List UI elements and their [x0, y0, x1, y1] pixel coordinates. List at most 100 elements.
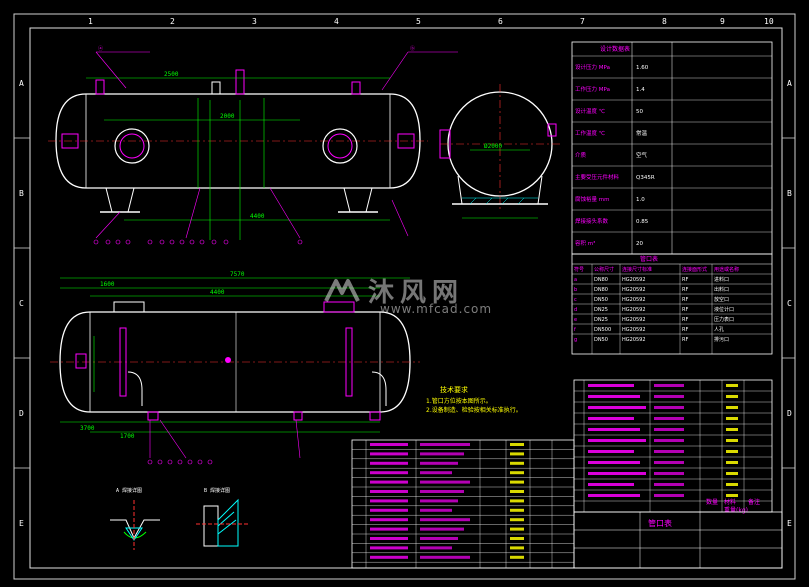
part-line: [370, 555, 408, 559]
design-param-label: 主要受压元件材料: [575, 173, 620, 181]
part-line: [370, 527, 408, 531]
svg-text:重量(kg): 重量(kg): [724, 506, 748, 514]
part-balloon: [147, 459, 153, 465]
design-param-label: 腐蚀裕量 mm: [575, 195, 609, 203]
part-balloon: [125, 239, 131, 245]
design-param-value: 1.4: [636, 87, 645, 93]
parts-list-left: [351, 439, 575, 569]
col-number: 8: [662, 17, 667, 26]
design-param-label: 工作压力 MPa: [575, 85, 610, 93]
part-line: [588, 472, 646, 475]
notes-title: 技术要求: [440, 385, 468, 394]
part-line: [370, 518, 408, 522]
nozzle-table-cell: c: [574, 297, 577, 303]
nozzle-table-cell: e: [574, 317, 577, 323]
nozzle-table-cell: 人孔: [714, 326, 724, 333]
part-line: [588, 428, 640, 431]
row-letter: C: [19, 299, 24, 308]
nozzle-table-cell: HG20592: [622, 307, 646, 313]
part-balloon: [157, 459, 163, 465]
notes-line: 1.管口方位按本图所示。: [426, 397, 492, 405]
svg-text:A 焊接详图: A 焊接详图: [116, 487, 142, 494]
nozzle-table-cell: HG20592: [622, 297, 646, 303]
part-line: [370, 508, 408, 512]
dim-label: 1600: [100, 281, 115, 288]
nozzle-table-cell: DN80: [594, 277, 608, 283]
row-letter: E: [19, 519, 24, 528]
nozzle: [351, 81, 361, 95]
plan-view: 7570 4400 1600 1700 3700: [50, 271, 420, 459]
nozzle-table-cell: 排污口: [714, 336, 729, 343]
saddle-support: [343, 187, 373, 213]
design-param-label: 设计压力 MPa: [575, 63, 610, 71]
nozzle-table-cell: RF: [682, 287, 688, 293]
part-line: [588, 461, 640, 464]
nozzle-table-cell: HG20592: [622, 287, 646, 293]
nozzle: [439, 129, 451, 159]
svg-text:ⓐ: ⓐ: [98, 45, 103, 52]
nozzle-table-header: 公称尺寸: [594, 266, 614, 273]
nozzle-table-cell: HG20592: [622, 317, 646, 323]
row-letter: B: [787, 189, 792, 198]
col-number: 10: [764, 17, 774, 26]
svg-text:B 焊接详图: B 焊接详图: [204, 487, 230, 494]
part-balloon: [207, 459, 213, 465]
nozzle-table-cell: RF: [682, 297, 688, 303]
design-param-value: 1.0: [636, 197, 645, 203]
watermark-logo-icon: [324, 278, 360, 302]
part-line: [370, 490, 408, 493]
manhole: [114, 128, 150, 164]
nozzle-table-cell: a: [574, 277, 577, 283]
design-param-value: 20: [636, 241, 643, 247]
nozzle-table-header: 连接面形式: [682, 266, 707, 273]
dim-label: Ø2000: [484, 143, 502, 150]
row-letter: A: [787, 79, 792, 88]
design-param-label: 设计温度 ℃: [575, 107, 605, 115]
part-line: [588, 483, 634, 486]
nozzle-table-cell: 液位计口: [714, 306, 734, 313]
col-number: 3: [252, 17, 257, 26]
dim-label: 7570: [230, 271, 245, 278]
nozzle-table-cell: 进料口: [714, 276, 729, 283]
part-balloon: [167, 459, 173, 465]
title-block-name: 管口表: [648, 518, 672, 528]
nozzle-table-cell: f: [574, 327, 576, 333]
nozzle-table-cell: RF: [682, 327, 688, 333]
nozzle-table-cell: DN50: [594, 337, 608, 343]
nozzle-table-cell: g: [574, 337, 577, 343]
nozzle-table-cell: HG20592: [622, 277, 646, 283]
weld-detail-a: A 焊接详图: [110, 487, 160, 550]
nozzle-table-header: 连接尺寸标准: [622, 266, 652, 273]
dim-label: 2500: [164, 71, 179, 78]
title-block: 管口表: [573, 511, 783, 569]
nozzle-table-header: 用途或名称: [714, 266, 739, 273]
part-line: [588, 406, 646, 409]
parts-list-right: 数量 材料 重量(kg) 备注: [573, 379, 773, 514]
part-balloon: [211, 239, 217, 245]
part-line: [588, 439, 646, 442]
manhole-plan: [323, 301, 355, 313]
nozzle-table-header: 符号: [574, 266, 584, 273]
design-param-value: 0.85: [636, 219, 649, 225]
manhole: [322, 128, 358, 164]
part-balloon: [177, 459, 183, 465]
vessel-shell: [55, 93, 421, 189]
nozzle-table-cell: 压力表口: [714, 316, 734, 323]
row-letter: D: [19, 409, 24, 418]
row-letter: C: [787, 299, 792, 308]
nozzle-table-cell: DN80: [594, 287, 608, 293]
design-param-value: Q345R: [636, 175, 655, 181]
nozzle: [95, 79, 105, 95]
design-param-value: 50: [636, 109, 643, 115]
col-number: 7: [580, 17, 585, 26]
part-line: [370, 499, 408, 503]
part-balloon: [199, 239, 205, 245]
dim-label: 4400: [250, 213, 265, 220]
nozzle: [235, 69, 245, 95]
nozzle-table-cell: RF: [682, 277, 688, 283]
dim-label: 3700: [80, 425, 95, 432]
dim-label: 2000: [220, 113, 235, 120]
nozzle-table-cell: DN50: [594, 297, 608, 303]
